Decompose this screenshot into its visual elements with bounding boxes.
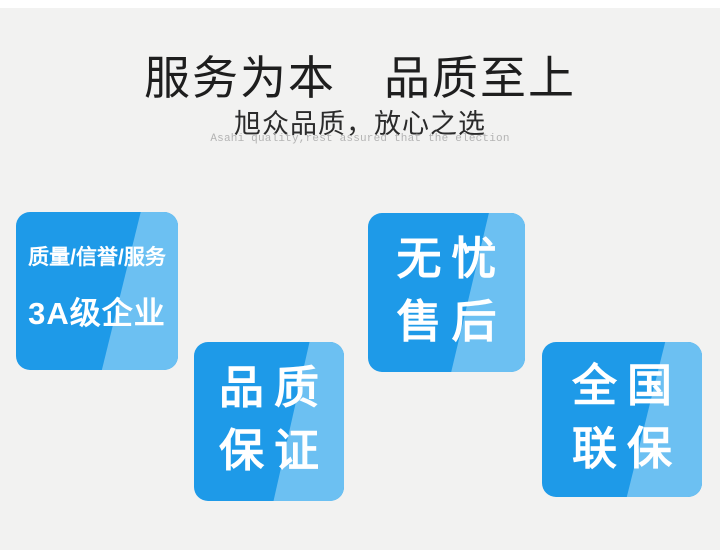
badge-text: 质量/信誉/服务 3A级企业 (16, 212, 178, 366)
badge-line: 售后 (396, 295, 507, 347)
badge-line: 保证 (218, 424, 329, 476)
badge-text: 无忧 售后 (368, 213, 525, 369)
badge-text: 全国 联保 (542, 342, 702, 494)
badge-text: 品质 保证 (194, 342, 344, 498)
subtitle-english: Asahi quality,rest assured that the elec… (210, 133, 510, 145)
badge-3a-enterprise: 质量/信誉/服务 3A级企业 (16, 212, 178, 370)
top-white-strip (0, 0, 720, 8)
badge-nationwide-warranty: 全国 联保 (542, 342, 702, 497)
badge-line: 3A级企业 (28, 296, 166, 331)
badge-line: 联保 (571, 422, 682, 474)
badge-quality-guarantee: 品质 保证 (194, 342, 344, 501)
bottom-white-strip (0, 550, 720, 560)
badge-line: 质量/信誉/服务 (28, 246, 166, 269)
page-title: 服务为本 品质至上 (144, 52, 576, 104)
subtitle: 旭众品质，放心之选 (234, 109, 486, 139)
badge-line: 品质 (218, 361, 329, 413)
badge-line: 全国 (571, 359, 682, 411)
badge-worry-free-aftersales: 无忧 售后 (368, 213, 525, 372)
badge-line: 无忧 (396, 232, 507, 284)
